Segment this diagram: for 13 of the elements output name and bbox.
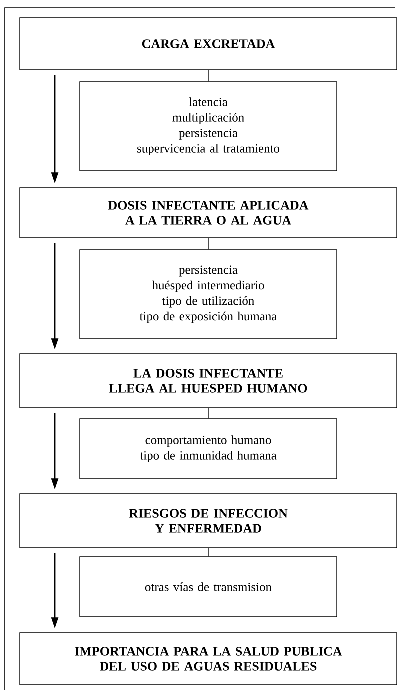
factor-box: latencia multiplicación persistencia supervicencia al tratamiento: [80, 82, 338, 172]
stage-box: DOSIS INFECTANTE APLICADA A LA TIERRA O AL AGUA: [20, 188, 398, 238]
factor-box: otras vías de transmision: [80, 556, 338, 618]
stage-box: IMPORTANCIA PARA LA SALUD PUBLICA DEL USO DE AGUAS RESIDUALES: [20, 632, 398, 686]
connector-line: [208, 238, 209, 250]
connector-line: [208, 548, 209, 557]
connector-line: [208, 70, 209, 82]
stage-box: RIESGOS DE INFECCION Y ENFERMEDAD: [20, 494, 398, 548]
connector-line: [208, 408, 209, 419]
factor-box: persistencia huésped intermediario tipo de utilización tipo de exposición humana: [80, 250, 338, 340]
stage-box: LA DOSIS INFECTANTE LLEGA AL HUESPED HUMANO: [20, 354, 398, 408]
factor-box: comportamiento humano tipo de inmunidad humana: [80, 418, 338, 480]
stage-box: CARGA EXCRETADA: [20, 18, 398, 70]
